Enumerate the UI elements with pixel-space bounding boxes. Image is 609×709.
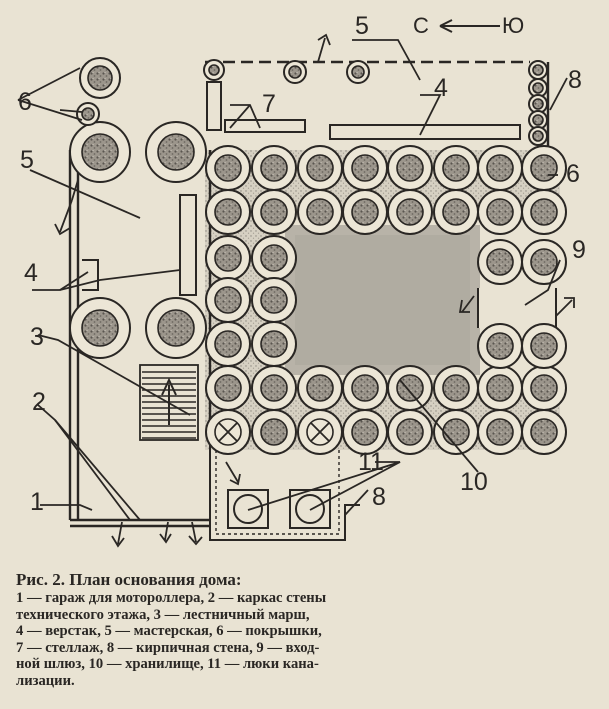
tyre bbox=[477, 239, 523, 285]
tyre bbox=[521, 365, 567, 411]
entry-lock-wall bbox=[477, 288, 557, 328]
brick-wall bbox=[209, 445, 360, 541]
tyre bbox=[251, 145, 297, 191]
shelving bbox=[224, 119, 306, 133]
tyre bbox=[205, 277, 251, 323]
label-sewer-hatches: 11 bbox=[358, 448, 384, 476]
tyre bbox=[433, 365, 479, 411]
sewer-hatch-lid bbox=[233, 494, 263, 524]
compass: С Ю bbox=[413, 13, 524, 38]
caption-line: 7 — стеллаж, 8 — кирпичная стена, 9 — вх… bbox=[16, 639, 320, 656]
label-stair: 3 bbox=[30, 323, 44, 351]
tyre bbox=[205, 321, 251, 367]
tyre-post bbox=[297, 409, 343, 455]
caption-line: технического этажа, 3 — лестничный марш, bbox=[16, 606, 310, 623]
door-arrows bbox=[54, 33, 575, 548]
tyre bbox=[69, 297, 131, 359]
caption-line: лизации. bbox=[16, 672, 75, 689]
tyre bbox=[387, 409, 433, 455]
tyre bbox=[387, 145, 433, 191]
tyre bbox=[433, 145, 479, 191]
tyre bbox=[342, 145, 388, 191]
tyre bbox=[387, 365, 433, 411]
tyre bbox=[528, 126, 548, 146]
label-workshop: 5 bbox=[20, 146, 34, 174]
tyre bbox=[251, 189, 297, 235]
compass-arrow bbox=[439, 19, 500, 33]
caption-line: 1 — гараж для мотороллера, 2 — каркас ст… bbox=[16, 590, 327, 606]
tyre bbox=[477, 189, 523, 235]
label-workbench: 4 bbox=[24, 259, 38, 287]
label-entry-lock: 9 bbox=[572, 236, 586, 264]
figure-caption: Рис. 2. План основания дома: 1 — гараж д… bbox=[16, 570, 601, 690]
tyre bbox=[145, 297, 207, 359]
tyre bbox=[387, 189, 433, 235]
tyre bbox=[205, 189, 251, 235]
label-workshop-top: 5 bbox=[355, 12, 369, 40]
caption-title: Рис. 2. План основания дома: bbox=[16, 570, 242, 589]
label-tyres: 6 bbox=[18, 88, 32, 116]
tyre bbox=[521, 145, 567, 191]
tyre bbox=[251, 409, 297, 455]
floor-plan-diagram: С Ю 1 2 3 4 5 5 6 6 7 8 8 9 10 11 4 bbox=[17, 12, 586, 548]
compass-south: Ю bbox=[502, 13, 524, 38]
workbench-bracket bbox=[82, 259, 99, 291]
sewer-hatch-lid bbox=[295, 494, 325, 524]
workbench bbox=[179, 194, 197, 296]
tyre bbox=[205, 365, 251, 411]
label-shelving: 7 bbox=[262, 90, 276, 118]
tyre bbox=[521, 409, 567, 455]
tyre bbox=[251, 277, 297, 323]
entry-lock bbox=[478, 288, 558, 328]
leader-lines bbox=[17, 39, 568, 521]
label-tyres-right: 6 bbox=[566, 160, 580, 188]
tyre bbox=[477, 365, 523, 411]
tyre bbox=[145, 121, 207, 183]
tyre bbox=[342, 189, 388, 235]
tyre bbox=[342, 365, 388, 411]
label-frame: 2 bbox=[32, 388, 46, 416]
tyre bbox=[521, 189, 567, 235]
caption-line: 4 — верстак, 5 — мастерская, 6 — покрышк… bbox=[16, 623, 322, 640]
tyre bbox=[69, 121, 131, 183]
tyre bbox=[203, 59, 225, 81]
workbench bbox=[329, 124, 521, 140]
tyre bbox=[346, 60, 370, 84]
caption-line: ной шлюз, 10 — хранилище, 11 — люки кана… bbox=[16, 656, 319, 673]
tyre bbox=[521, 323, 567, 369]
tyre bbox=[528, 110, 548, 130]
compass-north: С bbox=[413, 13, 429, 38]
tyre bbox=[297, 145, 343, 191]
tyre bbox=[205, 145, 251, 191]
tyre bbox=[297, 189, 343, 235]
tyre bbox=[528, 60, 548, 80]
tyre bbox=[477, 145, 523, 191]
tyre bbox=[76, 102, 100, 126]
label-workbench-top: 4 bbox=[434, 74, 448, 102]
storage-floor-shading bbox=[295, 235, 470, 365]
tyre bbox=[477, 409, 523, 455]
tyre-post bbox=[205, 409, 251, 455]
label-storage: 10 bbox=[460, 468, 488, 496]
tyre bbox=[251, 365, 297, 411]
stair-arrow bbox=[161, 377, 177, 425]
tyre bbox=[79, 57, 121, 99]
brick-wall bbox=[215, 450, 340, 535]
label-brick-wall-bottom: 8 bbox=[372, 483, 386, 511]
tyre bbox=[433, 189, 479, 235]
label-brick-wall-top: 8 bbox=[568, 66, 582, 94]
tyre bbox=[251, 321, 297, 367]
tyre-grid bbox=[69, 57, 567, 455]
tyre bbox=[251, 235, 297, 281]
tyre bbox=[205, 235, 251, 281]
tyre bbox=[342, 409, 388, 455]
shelving bbox=[206, 81, 222, 131]
tyre bbox=[477, 323, 523, 369]
tyre bbox=[297, 365, 343, 411]
tyre bbox=[283, 60, 307, 84]
label-garage: 1 bbox=[30, 488, 44, 516]
